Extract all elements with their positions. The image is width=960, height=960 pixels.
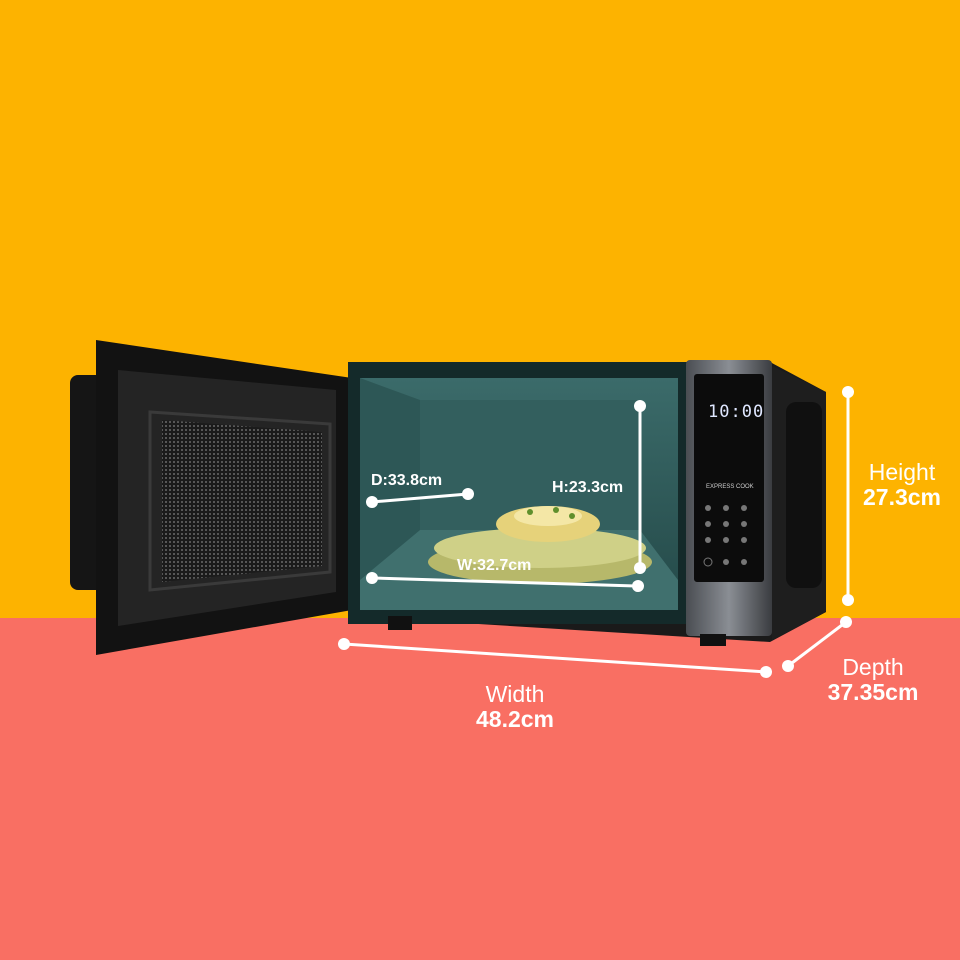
- height-dimension: Height 27.3cm: [842, 459, 960, 511]
- height-value: 27.3cm: [862, 484, 941, 511]
- express-cook-label: EXPRESS COOK: [706, 484, 754, 490]
- microwave-door: [70, 340, 352, 655]
- bottom-background: [0, 618, 960, 960]
- width-label: Width: [485, 681, 545, 707]
- height-label: Height: [868, 459, 936, 485]
- control-panel-buttons: [703, 505, 747, 567]
- width-value: 48.2cm: [475, 706, 554, 733]
- interior-measurements: [366, 400, 646, 592]
- width-dimension: Width 48.2cm: [440, 681, 590, 733]
- exterior-measurements: [338, 386, 854, 678]
- depth-dimension: Depth 37.35cm: [808, 654, 938, 706]
- interior-width-label: W:32.7cm: [457, 557, 532, 574]
- interior-height-label: H:23.3cm: [552, 479, 624, 496]
- plate-with-food: [428, 506, 652, 584]
- depth-value: 37.35cm: [827, 679, 919, 706]
- interior-depth-label: D:33.8cm: [371, 472, 443, 489]
- depth-label: Depth: [842, 654, 904, 680]
- microwave-display-time: 10:00: [708, 402, 765, 422]
